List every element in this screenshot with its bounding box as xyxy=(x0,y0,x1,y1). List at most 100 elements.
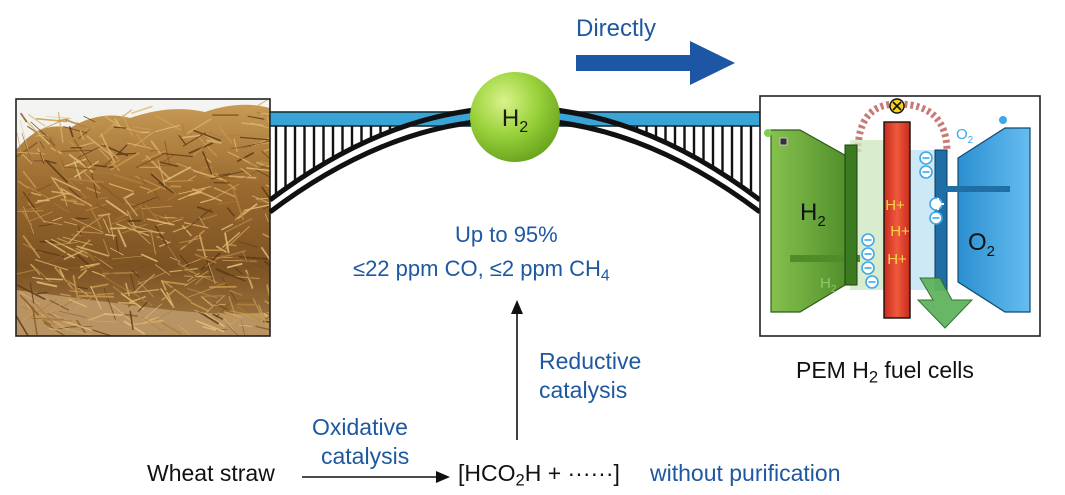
straw-strand xyxy=(108,183,134,192)
straw-strand xyxy=(142,317,163,331)
straw-strand xyxy=(222,259,257,262)
straw-strand xyxy=(224,318,234,331)
straw-strand xyxy=(112,255,143,260)
straw-strand xyxy=(126,210,136,229)
straw-strand xyxy=(230,310,265,318)
photo-frame xyxy=(15,98,271,337)
straw-strand xyxy=(69,298,87,308)
straw-strand xyxy=(67,280,90,297)
straw-strand xyxy=(19,294,40,316)
straw-strand xyxy=(159,241,171,248)
straw-strand xyxy=(90,285,102,310)
straw-strand xyxy=(115,236,120,255)
fuel-cell-diagram: H+H+H+ H2 O2 O2 H2 xyxy=(759,95,1041,337)
straw-strand xyxy=(41,319,73,322)
cathode-block xyxy=(957,127,1031,313)
straw-strand xyxy=(130,274,136,292)
straw-strand xyxy=(31,192,42,197)
straw-strand xyxy=(187,286,217,298)
straw-strand xyxy=(93,164,117,169)
h2-inlet-bubble xyxy=(764,129,772,137)
straw-strand xyxy=(177,262,196,274)
straw-strand xyxy=(132,273,155,294)
straw-strand xyxy=(85,204,107,211)
straw-strand xyxy=(190,302,210,312)
straw-strand xyxy=(245,269,254,289)
straw-strand xyxy=(32,318,64,320)
straw-strand xyxy=(187,118,212,134)
straw-strand xyxy=(76,245,110,257)
straw-strand xyxy=(82,123,99,134)
straw-strand xyxy=(139,186,151,191)
straw-strand xyxy=(19,120,29,150)
straw-strand xyxy=(228,175,257,179)
straw-strand xyxy=(90,283,109,289)
straw-strand xyxy=(224,311,242,318)
straw-strand xyxy=(104,233,117,237)
straw-strand xyxy=(242,164,267,180)
fuel-cell-h2-label: H2 xyxy=(800,199,826,230)
straw-strand xyxy=(216,282,227,287)
straw-strand xyxy=(194,253,217,264)
straw-strand xyxy=(42,220,63,226)
straw-strand xyxy=(225,253,250,263)
straw-strand xyxy=(192,188,223,202)
straw-strand xyxy=(240,167,251,177)
straw-strand xyxy=(128,296,146,303)
straw-strand xyxy=(207,262,216,285)
straw-strand xyxy=(35,192,69,204)
straw-strand xyxy=(63,250,84,260)
straw-strand xyxy=(196,206,214,213)
straw-strand xyxy=(221,223,234,231)
anode-terminal xyxy=(779,137,788,146)
straw-strand xyxy=(169,243,190,249)
straw-strand xyxy=(105,199,129,216)
straw-strand xyxy=(193,141,209,156)
straw-strand xyxy=(209,166,214,176)
straw-strand xyxy=(68,126,74,138)
straw-strand xyxy=(146,186,161,194)
straw-strand xyxy=(46,249,72,264)
straw-strand xyxy=(172,224,194,233)
straw-strand xyxy=(161,280,188,286)
straw-strand xyxy=(100,133,116,163)
straw-strand xyxy=(117,144,128,155)
straw-strand xyxy=(215,250,246,260)
pem-membrane xyxy=(883,121,911,319)
straw-strand xyxy=(167,245,181,265)
straw-strand xyxy=(107,159,121,168)
straw-strand xyxy=(163,280,192,302)
straw-strand xyxy=(187,287,218,299)
straw-strand xyxy=(16,142,38,158)
straw-strand xyxy=(131,319,165,326)
straw-strand xyxy=(53,177,81,192)
straw-strand xyxy=(202,326,217,331)
straw-strand xyxy=(150,173,166,187)
fuel-cell-o2-label: O2 xyxy=(968,229,995,260)
straw-strand xyxy=(263,240,270,253)
straw-strand xyxy=(243,313,256,320)
straw-strand xyxy=(129,310,134,330)
straw-strand xyxy=(70,198,95,209)
straw-strand xyxy=(88,313,105,321)
straw-strand xyxy=(36,281,58,288)
straw-strand xyxy=(200,198,215,204)
straw-strand xyxy=(200,166,209,172)
straw-strand xyxy=(36,291,48,295)
straw-strand xyxy=(141,253,158,263)
straw-strand xyxy=(255,197,270,200)
straw-strand xyxy=(116,223,150,237)
oxidative-line1: Oxidative xyxy=(312,414,408,440)
straw-strand xyxy=(206,139,222,144)
reductive-catalysis-label: Reductive catalysis xyxy=(539,347,641,405)
straw-strand xyxy=(154,214,168,220)
straw-strand xyxy=(35,117,68,123)
straw-strand xyxy=(64,158,87,168)
straw-strand xyxy=(117,301,137,305)
straw-strand xyxy=(17,210,44,213)
straw-strand xyxy=(141,205,173,209)
straw-strand xyxy=(202,214,218,221)
straw-strand xyxy=(149,149,159,152)
straw-strand xyxy=(60,327,93,336)
straw-strand xyxy=(127,222,151,245)
